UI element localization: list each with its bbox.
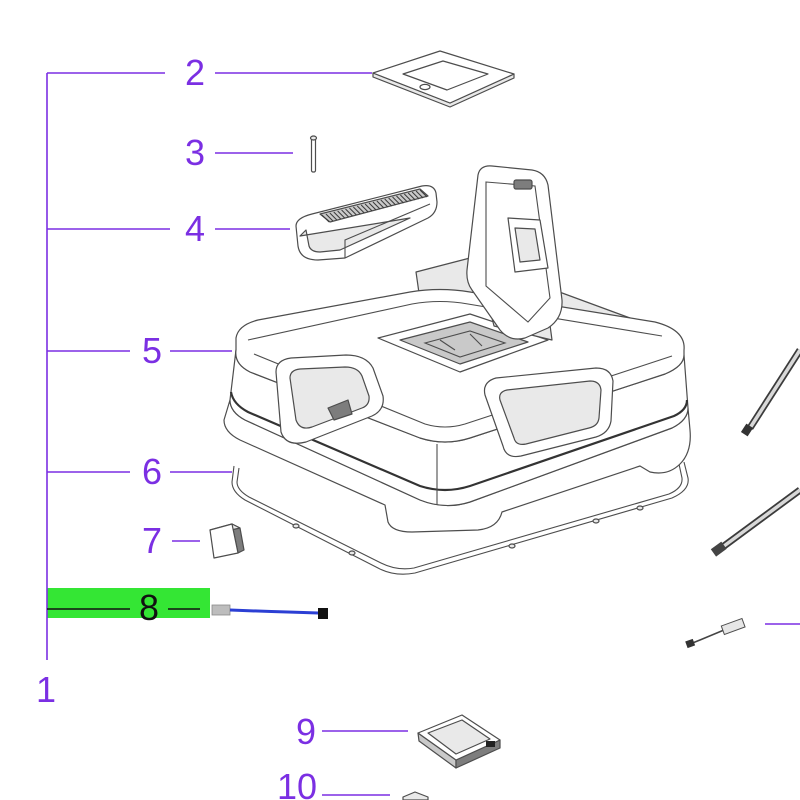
callouts: 1 2 3 4 5 6 7 8 9 10: [36, 52, 317, 800]
handle-grill-tooth: [325, 213, 334, 222]
part-3-pin[interactable]: [309, 135, 318, 173]
handle-grill-tooth: [333, 211, 342, 220]
handle-grill-tooth: [403, 193, 412, 202]
callout-5[interactable]: 5: [142, 330, 162, 371]
handle-grip-opening: [299, 217, 411, 253]
cable-right-connector: [318, 608, 328, 619]
right-handle-opening: [499, 380, 602, 445]
handle-grill-tooth: [396, 195, 404, 204]
cover-plate-slot: [419, 83, 431, 91]
cover-plate-window: [402, 60, 489, 91]
cable-b-core: [722, 488, 800, 548]
handle-grill-tooth: [372, 201, 381, 210]
part-2-cover-plate[interactable]: [372, 50, 515, 108]
base-seam-band: [229, 391, 689, 492]
handle-grill-tooth: [380, 199, 389, 208]
callout-7[interactable]: 7: [142, 520, 162, 561]
part-10-clip[interactable]: [402, 791, 429, 800]
handle-grill-tooth: [411, 191, 420, 200]
pin-shaft: [310, 137, 317, 173]
left-handle-latch: [327, 399, 353, 421]
handle-grill-tooth: [388, 197, 396, 206]
handle-rim: [344, 203, 431, 258]
handle-grill-tooth: [337, 210, 346, 219]
offscreen-sensor[interactable]: [685, 617, 746, 649]
callout-2[interactable]: 2: [185, 52, 205, 93]
handle-grill-tooth: [415, 190, 424, 199]
callout-1[interactable]: 1: [36, 669, 56, 710]
handle-grill-tooth: [353, 206, 361, 215]
cable-a-core: [748, 349, 800, 429]
module-connector: [486, 741, 495, 747]
handle-grill-tooth: [400, 194, 408, 203]
base-center-well: [399, 321, 529, 365]
handle-grill-tooth: [356, 205, 365, 214]
gasket-tab: [508, 543, 516, 549]
lid-window-inner: [514, 227, 541, 263]
callout-9[interactable]: 9: [296, 711, 316, 752]
handle-grill-tooth: [349, 207, 357, 216]
handle-grill-tooth: [368, 202, 377, 211]
callout-10[interactable]: 10: [277, 766, 317, 800]
part-6-gasket[interactable]: [231, 461, 689, 575]
handle-grill-tooth: [329, 212, 338, 221]
callout-4[interactable]: 4: [185, 208, 205, 249]
handle-grill-tooth: [341, 209, 349, 218]
gasket-tab: [636, 505, 644, 511]
callout-3[interactable]: 3: [185, 132, 205, 173]
part-7-cap[interactable]: [209, 523, 245, 559]
part-4-handle[interactable]: [295, 185, 438, 261]
clip-body: [402, 791, 429, 800]
callout-8[interactable]: 8: [139, 587, 159, 628]
callout-6[interactable]: 6: [142, 451, 162, 492]
handle-grill-tooth: [384, 198, 393, 207]
gasket-tab: [292, 523, 300, 529]
cable-wire: [229, 608, 319, 615]
handle-grill-tooth: [360, 204, 369, 213]
base-center-detail: [423, 330, 507, 358]
lid-latch: [513, 179, 533, 190]
pin-head: [309, 135, 318, 141]
gasket-tab: [348, 550, 356, 556]
base-top-rim: [247, 300, 673, 428]
gasket-inner-edge: [236, 463, 683, 570]
module-panel: [427, 719, 491, 755]
part-5-base-housing[interactable]: [223, 257, 691, 533]
base-lid[interactable]: [466, 165, 563, 341]
handle-grill-tooth: [345, 208, 353, 217]
sensor-crimp: [685, 638, 696, 649]
leader-lines: [46, 72, 800, 796]
handle-grill-tooth: [419, 189, 428, 198]
part-8-cable[interactable]: [211, 604, 328, 619]
handle-grill-tooth: [321, 214, 330, 223]
handle-grill-tooth: [376, 200, 385, 209]
cap-front: [209, 523, 239, 559]
offscreen-cable-a[interactable]: [740, 348, 800, 437]
part-9-module[interactable]: [417, 714, 501, 769]
gasket-tab: [592, 518, 600, 524]
sensor-lead: [689, 629, 725, 645]
handle-grill-tooth: [407, 192, 416, 201]
cable-b-connector: [710, 541, 727, 557]
sensor-sleeve: [720, 617, 746, 636]
handle-grill-teeth: [321, 189, 428, 223]
handle-grill-tooth: [392, 196, 400, 205]
callout-8-highlight[interactable]: [47, 588, 210, 618]
cable-a-connector: [740, 423, 754, 437]
gasket-outer-edge: [231, 461, 689, 575]
cable-left-connector: [211, 604, 231, 616]
handle-grill-tooth: [364, 203, 373, 212]
offscreen-cable-b[interactable]: [710, 487, 800, 557]
